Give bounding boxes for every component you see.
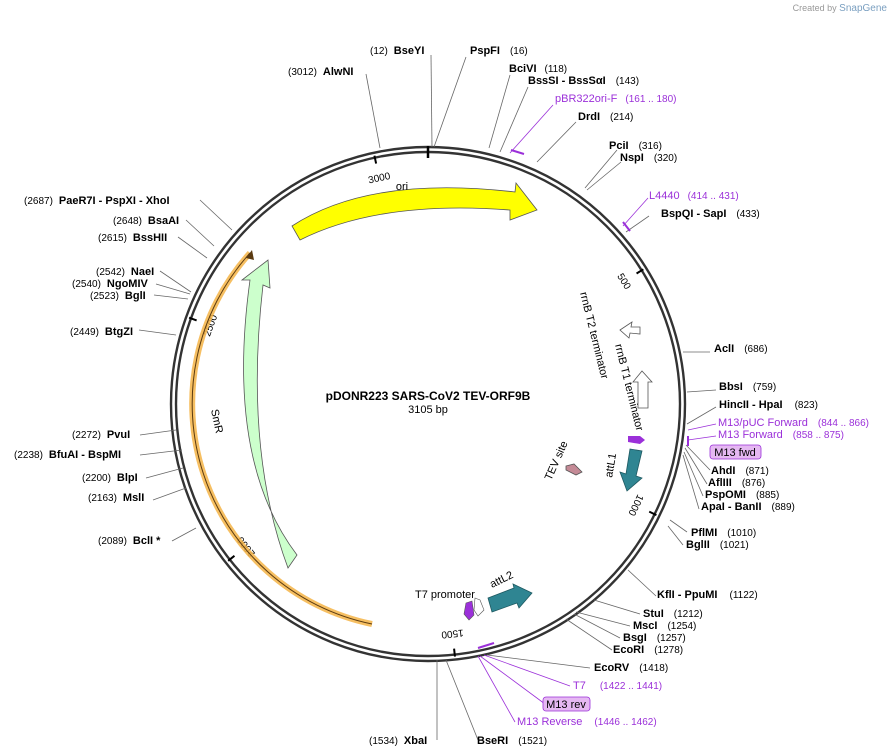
site-pspomi[interactable]: PspOMI(885) (705, 489, 779, 501)
site-bsaai[interactable]: (2648)BsaAI (113, 215, 179, 227)
feature-rrnb-t2-label: rrnB T2 terminator (577, 291, 610, 381)
feature-rrnb-t1-arrow[interactable] (632, 370, 653, 409)
ruler-tick-500 (636, 268, 644, 275)
site-ecorv[interactable]: EcoRV(1418) (594, 662, 668, 674)
site-pspfi[interactable]: PspFI(16) (470, 45, 528, 57)
feature-attl2-label: attL2 (488, 569, 515, 591)
primer-m13-forward[interactable]: M13 Forward(858 .. 875) (718, 429, 844, 441)
site-pcii[interactable]: PciI(316) (609, 140, 662, 152)
feature-small-white-arrow[interactable] (473, 597, 485, 617)
primer-pbr322ori-f[interactable]: pBR322ori-F(161 .. 180) (555, 93, 677, 105)
feature-smr-band (189, 250, 373, 627)
feature-rrnb-t2-arrow[interactable] (619, 321, 641, 339)
feature-attl2-arrow[interactable] (487, 583, 533, 613)
feature-attl1-arrow[interactable] (619, 448, 643, 492)
site-naei[interactable]: (2542)NaeI (96, 266, 154, 278)
ruler-label-3000: 3000 (367, 171, 391, 187)
site-xhoi[interactable]: (2687)PaeR7I - PspXI - XhoI (24, 195, 170, 207)
site-nspi[interactable]: NspI(320) (620, 152, 677, 164)
site-bseri[interactable]: BseRI(1521) (477, 735, 547, 747)
feature-tev-arrow[interactable] (565, 463, 583, 476)
created-by-text: Created by (792, 3, 837, 13)
plasmid-length: 3105 bp (408, 404, 448, 416)
feature-t7-promoter-arrow[interactable] (463, 600, 475, 621)
site-bspqi[interactable]: BspQI - SapI(433) (661, 208, 760, 220)
site-btgzi[interactable]: (2449)BtgZI (70, 326, 133, 338)
plasmid-name: pDONR223 SARS-CoV2 TEV-ORF9B (326, 389, 531, 403)
site-alwni[interactable]: (3012)AlwNI (288, 66, 353, 78)
feature-ori-arrow[interactable] (291, 181, 538, 241)
primer-box-m13-rev-text: M13 rev (546, 699, 586, 711)
site-bcli[interactable]: (2089)BclI * (98, 535, 161, 547)
primer-labels: pBR322ori-F(161 .. 180) L4440(414 .. 431… (517, 93, 869, 728)
site-ecori[interactable]: EcoRI(1278) (613, 644, 683, 656)
primer-m13-reverse[interactable]: M13 Reverse(1446 .. 1462) (517, 716, 657, 728)
site-bglii[interactable]: BglII(1021) (686, 539, 749, 551)
ruler-label-500: 500 (614, 272, 632, 292)
ruler-label-1000: 1000 (625, 492, 645, 517)
ruler-tick-1500 (453, 648, 456, 657)
site-ahdi[interactable]: AhdI(871) (711, 465, 769, 477)
site-blpi[interactable]: (2200)BlpI (82, 472, 138, 484)
site-bseyi[interactable]: (12)BseYI (370, 45, 424, 57)
snapgene-brand: Created by SnapGene (793, 3, 887, 14)
site-pvui[interactable]: (2272)PvuI (72, 429, 130, 441)
feature-tev-label: TEV site (543, 439, 571, 482)
site-bbsi[interactable]: BbsI(759) (719, 381, 776, 393)
site-ngomiv[interactable]: (2540)NgoMIV (72, 278, 149, 290)
site-msli[interactable]: (2163)MslI (88, 492, 144, 504)
leader-lines (138, 54, 717, 741)
site-stui[interactable]: StuI(1212) (643, 608, 703, 620)
ruler-tick-1000 (648, 510, 657, 517)
primer-box-m13-fwd-text: M13 fwd (714, 447, 756, 459)
primer-m13-puc-forward[interactable]: M13/pUC Forward(844 .. 866) (718, 417, 869, 429)
site-bgli[interactable]: (2523)BglI (90, 290, 146, 302)
ruler-label-1500: 1500 (440, 627, 464, 640)
site-bsssi[interactable]: BssSI - BssSαI(143) (528, 75, 639, 87)
site-pflmi[interactable]: PflMI(1010) (691, 527, 756, 539)
site-kfli[interactable]: KflI - PpuMI(1122) (657, 589, 758, 601)
site-bsshii[interactable]: (2615)BssHII (98, 232, 167, 244)
primer-box-m13-rev[interactable]: M13 rev (542, 696, 591, 712)
primer-t7[interactable]: T7(1422 .. 1441) (573, 680, 662, 692)
primer-box-m13-fwd[interactable]: M13 fwd (709, 444, 762, 460)
site-bsgi[interactable]: BsgI(1257) (623, 632, 686, 644)
snapgene-logo: SnapGene (839, 3, 887, 14)
restriction-sites: (12)BseYI PspFI(16) BciVI(118) BssSI - B… (14, 45, 818, 747)
primer-m13-fwd-arrow[interactable] (628, 436, 645, 444)
site-apai[interactable]: ApaI - BanII(889) (701, 501, 795, 513)
feature-smr-arrow[interactable] (240, 259, 298, 569)
site-afliii[interactable]: AflIII(876) (708, 477, 765, 489)
site-bcivi[interactable]: BciVI(118) (509, 63, 567, 75)
site-drdi[interactable]: DrdI(214) (578, 111, 633, 123)
feature-attl1-label: attL1 (603, 452, 619, 478)
ruler-tick-2000 (227, 555, 236, 562)
site-xbai[interactable]: (1534)XbaI (369, 735, 427, 747)
ruler-tick-3000 (373, 155, 378, 164)
ruler-tick-2500 (188, 316, 197, 322)
primer-ticks (477, 149, 689, 649)
primer-l4440[interactable]: L4440(414 .. 431) (649, 190, 739, 202)
site-bfuai[interactable]: (2238)BfuAI - BspMI (14, 449, 121, 461)
feature-t7-promoter-label: T7 promoter (415, 589, 475, 601)
site-hincii[interactable]: HincII - HpaI(823) (719, 399, 818, 411)
site-msci[interactable]: MscI(1254) (633, 620, 696, 632)
feature-ori-label: ori (396, 181, 408, 193)
site-acli[interactable]: AclI(686) (714, 343, 768, 355)
feature-smr-label: SmR (208, 408, 225, 434)
